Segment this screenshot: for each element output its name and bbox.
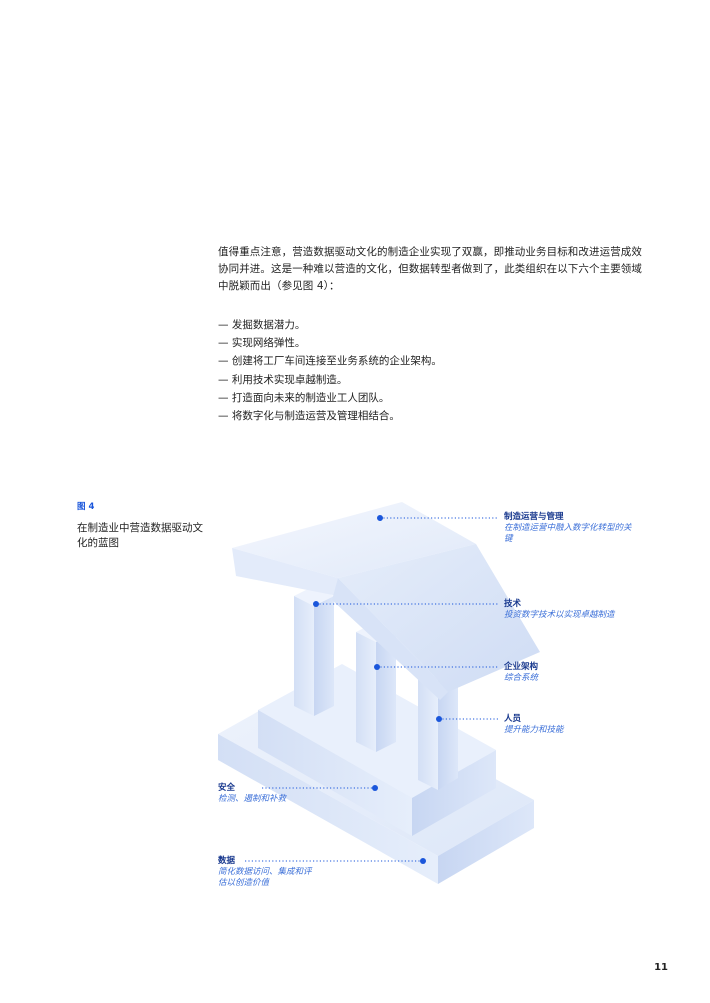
callout-desc: 综合系统 — [504, 673, 539, 683]
callout-title: 数据 — [218, 856, 236, 866]
list-item: — 利用技术实现卓越制造。 — [218, 373, 348, 386]
roof-dot-icon — [377, 515, 383, 521]
people-dot-icon — [436, 716, 442, 722]
bullet-list: — 发掘数据潜力。 — 实现网络弹性。 — 创建将工厂车间连接至业务系统的企业架… — [218, 316, 648, 425]
figure-title: 在制造业中营造数据驱动文化的蓝图 — [77, 522, 203, 549]
figure-label: 图 4 — [77, 502, 95, 512]
intro-paragraph: 值得重点注意，营造数据驱动文化的制造企业实现了双赢，即推动业务目标和改进运营成效… — [218, 246, 642, 292]
callout-tech: 技术 投资数字技术以实现卓越制造 — [504, 599, 664, 621]
security-dot-icon — [372, 785, 378, 791]
tech-dot-icon — [313, 601, 319, 607]
data-dot-icon — [420, 858, 426, 864]
callout-title: 安全 — [218, 783, 236, 793]
list-item: — 创建将工厂车间连接至业务系统的企业架构。 — [218, 355, 442, 368]
callout-leaders — [245, 517, 498, 862]
list-item: — 打造面向未来的制造业工人团队。 — [218, 391, 390, 404]
callout-security: 安全 检测、遏制和补救 — [218, 783, 328, 805]
list-item: — 发掘数据潜力。 — [218, 319, 306, 331]
list-item: — 实现网络弹性。 — [218, 337, 306, 350]
callout-desc: 检测、遏制和补救 — [218, 794, 287, 804]
column-right — [418, 658, 458, 790]
callout-desc: 简化数据访问、集成和评估以创造价值 — [218, 867, 312, 888]
callout-title: 企业架构 — [504, 662, 539, 672]
column-left — [294, 586, 334, 716]
list-item: — 将数字化与制造运营及管理相结合。 — [218, 410, 400, 423]
callout-data: 数据 简化数据访问、集成和评估以创造价值 — [218, 856, 314, 889]
callout-title: 技术 — [504, 599, 522, 609]
page-number: 11 — [654, 962, 668, 973]
callout-desc: 投资数字技术以实现卓越制造 — [504, 610, 615, 620]
callout-title: 制造运营与管理 — [504, 512, 564, 522]
callout-desc: 在制造运营中融入数字化转型的关键 — [504, 523, 632, 544]
callout-desc: 提升能力和技能 — [504, 725, 564, 735]
callout-title: 人员 — [504, 714, 522, 724]
arch-dot-icon — [374, 664, 380, 670]
callout-dots — [313, 515, 442, 864]
intro-text: 值得重点注意，营造数据驱动文化的制造企业实现了双赢，即推动业务目标和改进运营成效… — [218, 244, 648, 295]
callout-roof: 制造运营与管理 在制造运营中融入数字化转型的关键 — [504, 512, 634, 545]
callout-people: 人员 提升能力和技能 — [504, 714, 634, 736]
roof — [232, 502, 540, 700]
callout-architecture: 企业架构 综合系统 — [504, 662, 634, 684]
